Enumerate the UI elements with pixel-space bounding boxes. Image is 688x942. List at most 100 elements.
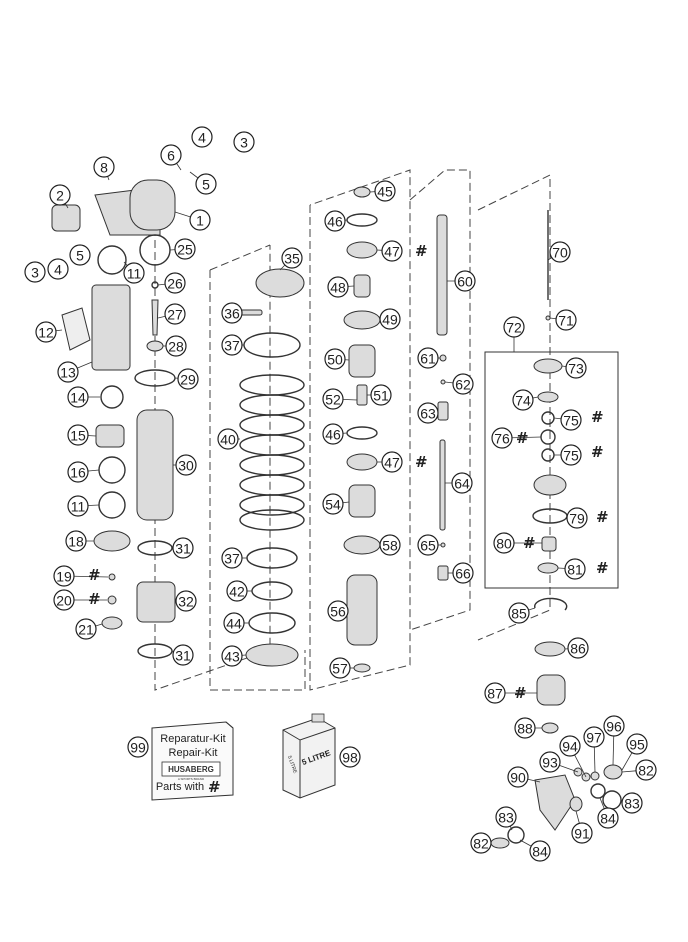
callout-83: 83 <box>621 792 643 814</box>
callout-2: 2 <box>49 184 71 206</box>
callout-circle <box>67 495 89 517</box>
callout-36: 36 <box>221 302 243 324</box>
callout-number: 84 <box>532 844 548 860</box>
kit-line-2: Repair-Kit <box>169 747 218 759</box>
callout-12: 12 <box>35 321 57 343</box>
callout-47: 47 <box>381 451 403 473</box>
callout-circle <box>635 759 657 781</box>
callout-70: 70 <box>549 241 571 263</box>
callout-number: 94 <box>562 739 578 755</box>
callout-number: 81 <box>567 562 583 578</box>
callout-45: 45 <box>374 180 396 202</box>
callout-circle <box>560 409 582 431</box>
callout-number: 84 <box>600 811 616 827</box>
callout-circle <box>164 303 186 325</box>
wear-part-hash: # <box>415 453 428 471</box>
callout-circle <box>164 272 186 294</box>
callout-circle <box>324 210 346 232</box>
callout-number: 86 <box>570 641 586 657</box>
callout-circle <box>529 840 551 862</box>
callout-25: 25 <box>174 238 196 260</box>
callout-circle <box>381 451 403 473</box>
wear-part-hash: # <box>88 590 101 608</box>
callout-circle <box>65 530 87 552</box>
callout-84: 84 <box>597 807 619 829</box>
callout-circle <box>379 308 401 330</box>
callout-number: 70 <box>552 245 568 261</box>
coil-spring <box>239 374 305 531</box>
callout-number: 40 <box>220 432 236 448</box>
callout-circle <box>324 348 346 370</box>
callout-31: 31 <box>172 644 194 666</box>
callout-circle <box>583 726 605 748</box>
callout-circle <box>339 746 361 768</box>
callout-number: 50 <box>327 352 343 368</box>
callout-number: 25 <box>177 242 193 258</box>
callout-circle <box>53 565 75 587</box>
callout-number: 75 <box>563 448 579 464</box>
callout-87: 87 <box>484 682 506 704</box>
callout-number: 73 <box>568 361 584 377</box>
callout-37: 37 <box>221 334 243 356</box>
callout-circle <box>470 832 492 854</box>
wear-part-marks: ########### <box>88 242 609 702</box>
callout-circle <box>221 334 243 356</box>
piston-group-parts <box>343 186 381 673</box>
callout-circle <box>454 270 476 292</box>
callout-60: 60 <box>454 270 476 292</box>
callout-number: 79 <box>569 511 585 527</box>
callout-circle <box>127 736 149 758</box>
callout-circle <box>549 241 571 263</box>
callout-circle <box>374 180 396 202</box>
callout-74: 74 <box>512 389 534 411</box>
callout-number: 30 <box>178 458 194 474</box>
callout-number: 46 <box>327 214 343 230</box>
callout-98: 98 <box>339 746 361 768</box>
callout-circle <box>221 645 243 667</box>
callout-number: 35 <box>284 251 300 267</box>
callout-circle <box>160 144 182 166</box>
callout-circle <box>175 454 197 476</box>
callout-number: 4 <box>54 262 62 278</box>
callout-79: 79 <box>566 507 588 529</box>
callout-71: 71 <box>555 309 577 331</box>
callout-circle <box>495 806 517 828</box>
callout-circle <box>75 618 97 640</box>
callout-97: 97 <box>583 726 605 748</box>
callout-number: 11 <box>71 499 86 515</box>
callout-49: 49 <box>379 308 401 330</box>
callout-circle <box>452 562 474 584</box>
wear-part-hash: # <box>516 429 529 447</box>
callout-number: 54 <box>325 497 341 513</box>
wear-part-hash: # <box>596 508 609 526</box>
callout-circle <box>57 361 79 383</box>
callout-number: 2 <box>56 188 64 204</box>
callout-circle <box>565 357 587 379</box>
callout-circle <box>35 321 57 343</box>
callout-circle <box>417 347 439 369</box>
callout-circle <box>189 209 211 231</box>
callout-94: 94 <box>559 735 581 757</box>
callout-circle <box>175 590 197 612</box>
callout-circle <box>571 822 593 844</box>
callout-circle <box>172 537 194 559</box>
callout-8: 8 <box>93 156 115 178</box>
callout-75: 75 <box>560 409 582 431</box>
callout-circle <box>226 580 248 602</box>
callout-circle <box>172 644 194 666</box>
callout-circle <box>626 733 648 755</box>
callout-number: 66 <box>455 566 471 582</box>
callout-circle <box>322 388 344 410</box>
callout-40: 40 <box>217 428 239 450</box>
callout-number: 56 <box>330 604 346 620</box>
reservoir-group-parts <box>51 179 176 659</box>
callout-circle <box>165 335 187 357</box>
callout-circle <box>329 657 351 679</box>
callout-number: 65 <box>420 538 436 554</box>
callout-circle <box>327 600 349 622</box>
callout-number: 11 <box>127 266 142 282</box>
callout-number: 42 <box>229 584 245 600</box>
callout-circle <box>322 493 344 515</box>
callout-46: 46 <box>324 210 346 232</box>
